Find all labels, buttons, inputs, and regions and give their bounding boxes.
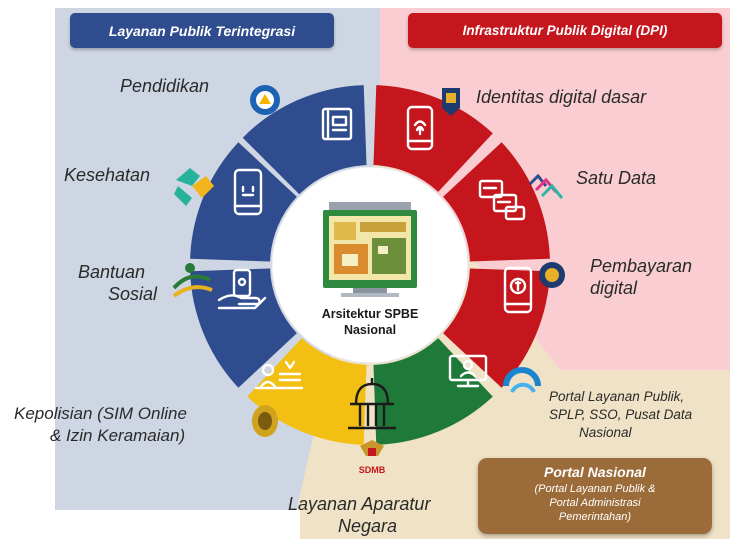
label-portal-line1: Portal Layanan Publik, [549, 389, 685, 404]
health-phone-icon [233, 168, 263, 216]
satu-data-logo-icon [528, 173, 564, 199]
segment-satu-data [443, 142, 550, 262]
label-identitas: Identitas digital dasar [476, 87, 647, 107]
center-label-line2: Nasional [343, 323, 397, 337]
police-service-icon [254, 360, 304, 390]
social-ministry-logo-icon [172, 263, 213, 298]
label-portal-line2: SPLP, SSO, Pusat Data [549, 407, 693, 422]
segment-kepolisian [190, 268, 297, 388]
center-label-line1: Arsitektur SPBE [321, 307, 419, 321]
identity-phone-icon [406, 105, 434, 151]
portal-nasional-line3: Pemerintahan) [558, 511, 632, 523]
label-bantuan-line2: Sosial [108, 284, 158, 304]
right-header: Infrastruktur Publik Digital (DPI) [408, 13, 722, 48]
label-kepolisian-line1: Kepolisian (SIM Online [14, 404, 187, 423]
left-header: Layanan Publik Terintegrasi [70, 13, 334, 48]
label-portal-line3: Nasional [579, 425, 632, 440]
portal-nasional-box: Portal Nasional (Portal Layanan Publik &… [478, 458, 712, 534]
label-aparatur-line1: Layanan Aparatur [288, 494, 431, 514]
label-pendidikan: Pendidikan [120, 76, 210, 96]
center-label: Arsitektur SPBE Nasional [300, 306, 440, 338]
government-building-icon [348, 378, 396, 430]
segment-pembayaran [443, 268, 550, 388]
left-header-text: Layanan Publik Terintegrasi [108, 22, 296, 39]
portal-nasional-line2: Portal Administrasi [549, 497, 641, 509]
finance-ministry-logo-icon [539, 262, 565, 288]
architecture-monitor-icon [323, 202, 417, 297]
identity-logo-icon [442, 88, 460, 116]
segment-kesehatan [247, 85, 364, 192]
segment-bantuan [190, 142, 297, 262]
data-documents-icon [478, 179, 526, 221]
hand-phone-icon [217, 268, 267, 310]
bg-white-gap [0, 510, 300, 539]
portal-monitor-icon [448, 354, 488, 388]
payment-phone-icon [503, 266, 533, 314]
label-satu-data: Satu Data [576, 168, 657, 188]
label-pembayaran-line1: Pembayaran [590, 256, 693, 276]
kominfo-logo-icon [503, 367, 541, 393]
right-header-text: Infrastruktur Publik Digital (DPI) [462, 23, 668, 38]
label-kesehatan: Kesehatan [64, 165, 151, 185]
portal-nasional-line1: (Portal Layanan Publik & [534, 483, 656, 495]
label-kepolisian-line2: & Izin Keramaian) [50, 426, 186, 445]
education-logo-icon [250, 85, 280, 115]
police-logo-icon [252, 405, 278, 437]
label-bantuan-line1: Bantuan [78, 262, 146, 282]
sdmb-logo-text: SDMB [359, 465, 386, 475]
portal-nasional-title: Portal Nasional [544, 464, 646, 480]
health-logo-icon [174, 168, 214, 206]
label-pembayaran-line2: digital [590, 278, 638, 298]
label-aparatur-line2: Negara [338, 516, 398, 536]
book-icon [321, 107, 353, 141]
portal-nasional-desc: (Portal Layanan Publik & Portal Administ… [478, 482, 712, 524]
garuda-logo-icon [360, 440, 384, 456]
